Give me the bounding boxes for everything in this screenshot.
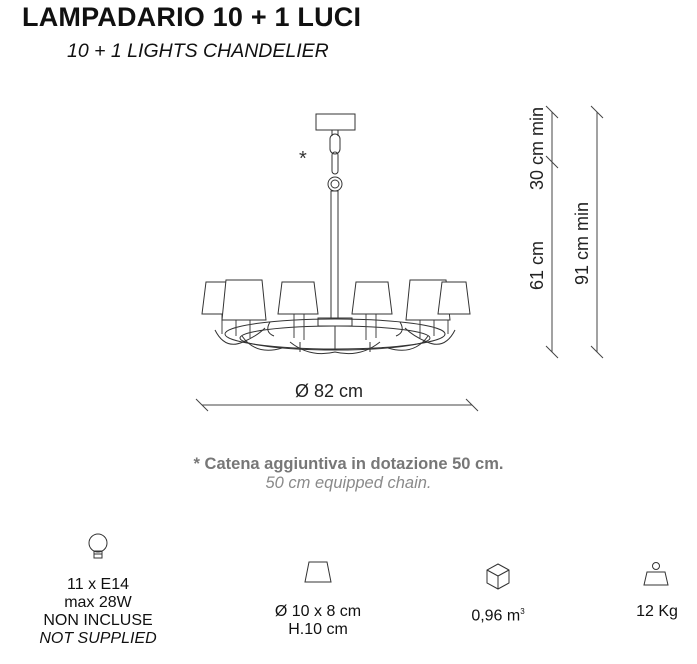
box-icon <box>486 563 510 590</box>
chain <box>327 133 343 192</box>
bulb-power: max 28W <box>64 594 132 611</box>
diameter-dimension <box>195 398 479 412</box>
weight-value: 12 Kg <box>636 603 678 620</box>
shade-spec: Ø 10 x 8 cm H.10 cm <box>238 603 398 639</box>
lampshades <box>201 279 471 321</box>
page-subtitle: 10 + 1 LIGHTS CHANDELIER <box>67 40 329 62</box>
chain-asterisk: * <box>299 148 307 170</box>
volume-exponent: 3 <box>520 607 525 616</box>
volume-spec: 0,96 m3 <box>438 603 558 625</box>
shade-size: Ø 10 x 8 cm <box>274 603 362 620</box>
total-height-label: 91 cm min <box>572 201 592 285</box>
ceiling-canopy <box>315 113 356 131</box>
lampshade-icon <box>304 561 332 583</box>
weight-icon <box>643 562 669 586</box>
diameter-label: Ø 82 cm <box>295 381 364 401</box>
body-height-label: 61 cm <box>527 240 547 290</box>
bulb-not-supplied-en: NOT SUPPLIED <box>39 630 157 647</box>
height-dimensions <box>545 105 604 359</box>
chain-length-label: 30 cm min <box>527 106 547 190</box>
bulb-icon <box>88 533 108 559</box>
volume-value: 0,96 m <box>471 607 521 625</box>
stem <box>330 190 339 322</box>
bulb-spec: 11 x E14 max 28W NON INCLUSE NOT SUPPLIE… <box>18 576 178 648</box>
bulb-not-included-it: NON INCLUSE <box>43 612 153 629</box>
extra-chain-note-en: 50 cm equipped chain. <box>265 474 432 492</box>
extra-chain-note-it: * Catena aggiuntiva in dotazione 50 cm. <box>193 455 504 473</box>
weight-spec: 12 Kg <box>625 603 689 621</box>
bulb-count: 11 x E14 <box>67 576 129 593</box>
shade-height: H.10 cm <box>288 621 348 638</box>
chandelier-frame <box>214 318 456 355</box>
page-title: LAMPADARIO 10 + 1 LUCI <box>22 2 362 32</box>
